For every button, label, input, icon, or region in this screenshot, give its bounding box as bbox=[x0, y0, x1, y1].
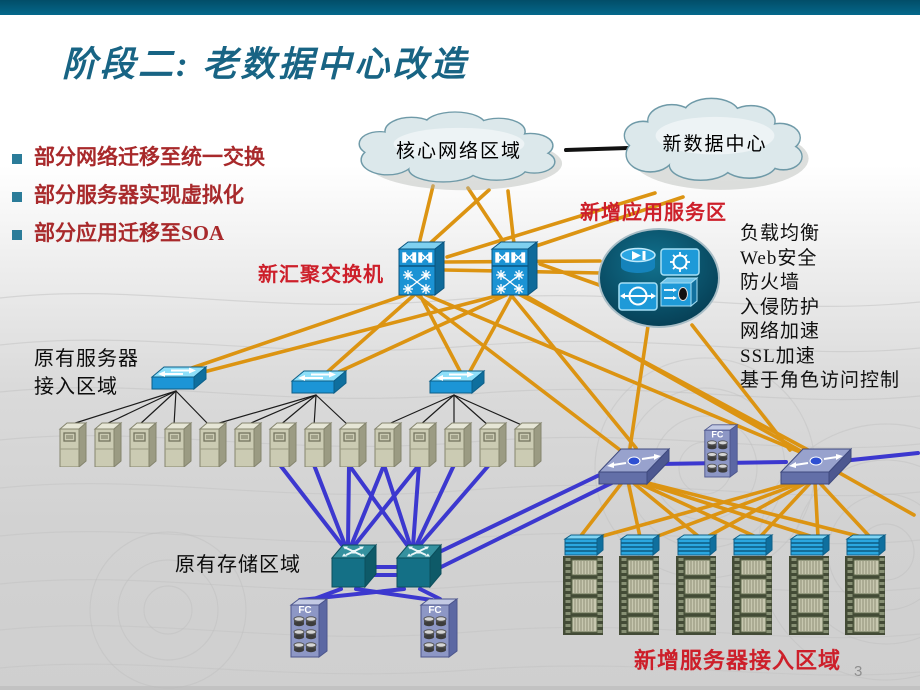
aggregation-switch-icon bbox=[396, 240, 446, 307]
cloud-core-label: 核心网络区域 bbox=[395, 140, 522, 162]
service-item: 防火墙 bbox=[740, 272, 801, 293]
service-item: SSL加速 bbox=[740, 345, 816, 367]
multilayer-switch-icon bbox=[597, 444, 671, 491]
load-balancer-icon bbox=[620, 247, 656, 273]
label-new-app-zone: 新增应用服务区 bbox=[580, 202, 727, 224]
server-tower-icon bbox=[408, 421, 438, 472]
fc-storage-label: FC bbox=[428, 605, 442, 616]
server-rack-icon bbox=[673, 534, 719, 641]
server-rack-icon bbox=[842, 534, 888, 641]
access-switch-icon bbox=[428, 368, 486, 403]
label-old-server-zone: 原有服务器 接入区域 bbox=[34, 345, 139, 401]
server-tower-icon bbox=[198, 421, 228, 472]
bullet-item: 部分服务器实现虚拟化 bbox=[10, 183, 265, 208]
server-rack-icon bbox=[560, 534, 606, 641]
fc-storage-label: FC bbox=[298, 605, 312, 616]
service-item: 负载均衡 bbox=[740, 223, 821, 244]
server-rack-icon bbox=[616, 534, 662, 641]
app-services-circle bbox=[597, 227, 721, 329]
server-tower-icon bbox=[233, 421, 263, 472]
bullet-list: 部分网络迁移至统一交换 部分服务器实现虚拟化 部分应用迁移至SOA bbox=[10, 145, 265, 260]
bottom-edge bbox=[0, 686, 920, 690]
server-tower-icon bbox=[93, 421, 123, 472]
san-switch-icon bbox=[330, 541, 378, 598]
service-item: 入侵防护 bbox=[740, 296, 821, 318]
label-new-agg-switch: 新汇聚交换机 bbox=[258, 264, 384, 286]
bullet-square-icon bbox=[12, 230, 22, 241]
server-rack-icon bbox=[786, 534, 832, 641]
cloud-icon bbox=[358, 111, 563, 191]
bullet-square-icon bbox=[12, 154, 22, 164]
bullet-text: 部分应用迁移至SOA bbox=[34, 221, 225, 246]
label-old-server-zone-line2: 接入区域 bbox=[34, 376, 118, 398]
san-switch-icon bbox=[395, 541, 443, 598]
server-tower-icon bbox=[513, 421, 543, 472]
top-bar bbox=[0, 0, 920, 15]
server-tower-icon bbox=[268, 421, 298, 472]
cloud-icon bbox=[623, 97, 809, 190]
server-rack-icon bbox=[729, 534, 775, 641]
server-tower-icon bbox=[58, 421, 88, 472]
server-tower-icon bbox=[373, 421, 403, 472]
access-switch-icon bbox=[150, 364, 208, 399]
ips-icon bbox=[659, 276, 699, 308]
fc-storage-icon: FC bbox=[703, 423, 739, 483]
firewall-router-icon bbox=[618, 282, 658, 311]
page-title: 阶段二: 老数据中心改造 bbox=[62, 45, 469, 84]
service-item: 网络加速 bbox=[740, 321, 821, 342]
server-tower-icon bbox=[303, 421, 333, 472]
bullet-item: 部分应用迁移至SOA bbox=[10, 222, 265, 245]
server-tower-icon bbox=[443, 421, 473, 472]
service-item: Web安全 bbox=[740, 247, 818, 269]
service-item: 基于角色访问控制 bbox=[740, 370, 901, 391]
bullet-text: 部分网络迁移至统一交换 bbox=[34, 145, 265, 169]
multilayer-switch-icon bbox=[779, 444, 853, 491]
server-tower-icon bbox=[338, 421, 368, 472]
server-tower-icon bbox=[478, 421, 508, 472]
bullet-item: 部分网络迁移至统一交换 bbox=[10, 145, 265, 169]
label-old-server-zone-line1: 原有服务器 bbox=[34, 348, 139, 370]
bullet-square-icon bbox=[12, 192, 22, 203]
fc-storage-icon: FC bbox=[289, 597, 329, 664]
web-security-icon bbox=[660, 248, 700, 276]
cloud-new-dc-label: 新数据中心 bbox=[662, 133, 768, 155]
fc-storage-label: FC bbox=[711, 430, 724, 441]
access-switch-icon bbox=[290, 368, 348, 403]
page-number: 3 bbox=[854, 663, 863, 680]
aggregation-switch-icon bbox=[489, 240, 539, 307]
server-tower-icon bbox=[128, 421, 158, 472]
label-new-server-zone: 新增服务器接入区域 bbox=[634, 648, 842, 673]
fc-storage-icon: FC bbox=[419, 597, 459, 664]
services-list: 负载均衡 Web安全 防火墙 入侵防护 网络加速 SSL加速 基于角色访问控制 bbox=[740, 222, 900, 394]
label-old-storage-zone: 原有存储区域 bbox=[175, 554, 301, 576]
server-tower-icon bbox=[163, 421, 193, 472]
bullet-text: 部分服务器实现虚拟化 bbox=[34, 183, 244, 208]
cloud-core-network: 核心网络区域 bbox=[350, 110, 568, 192]
circle-background bbox=[598, 228, 720, 328]
cloud-new-datacenter: 新数据中心 bbox=[616, 96, 814, 192]
